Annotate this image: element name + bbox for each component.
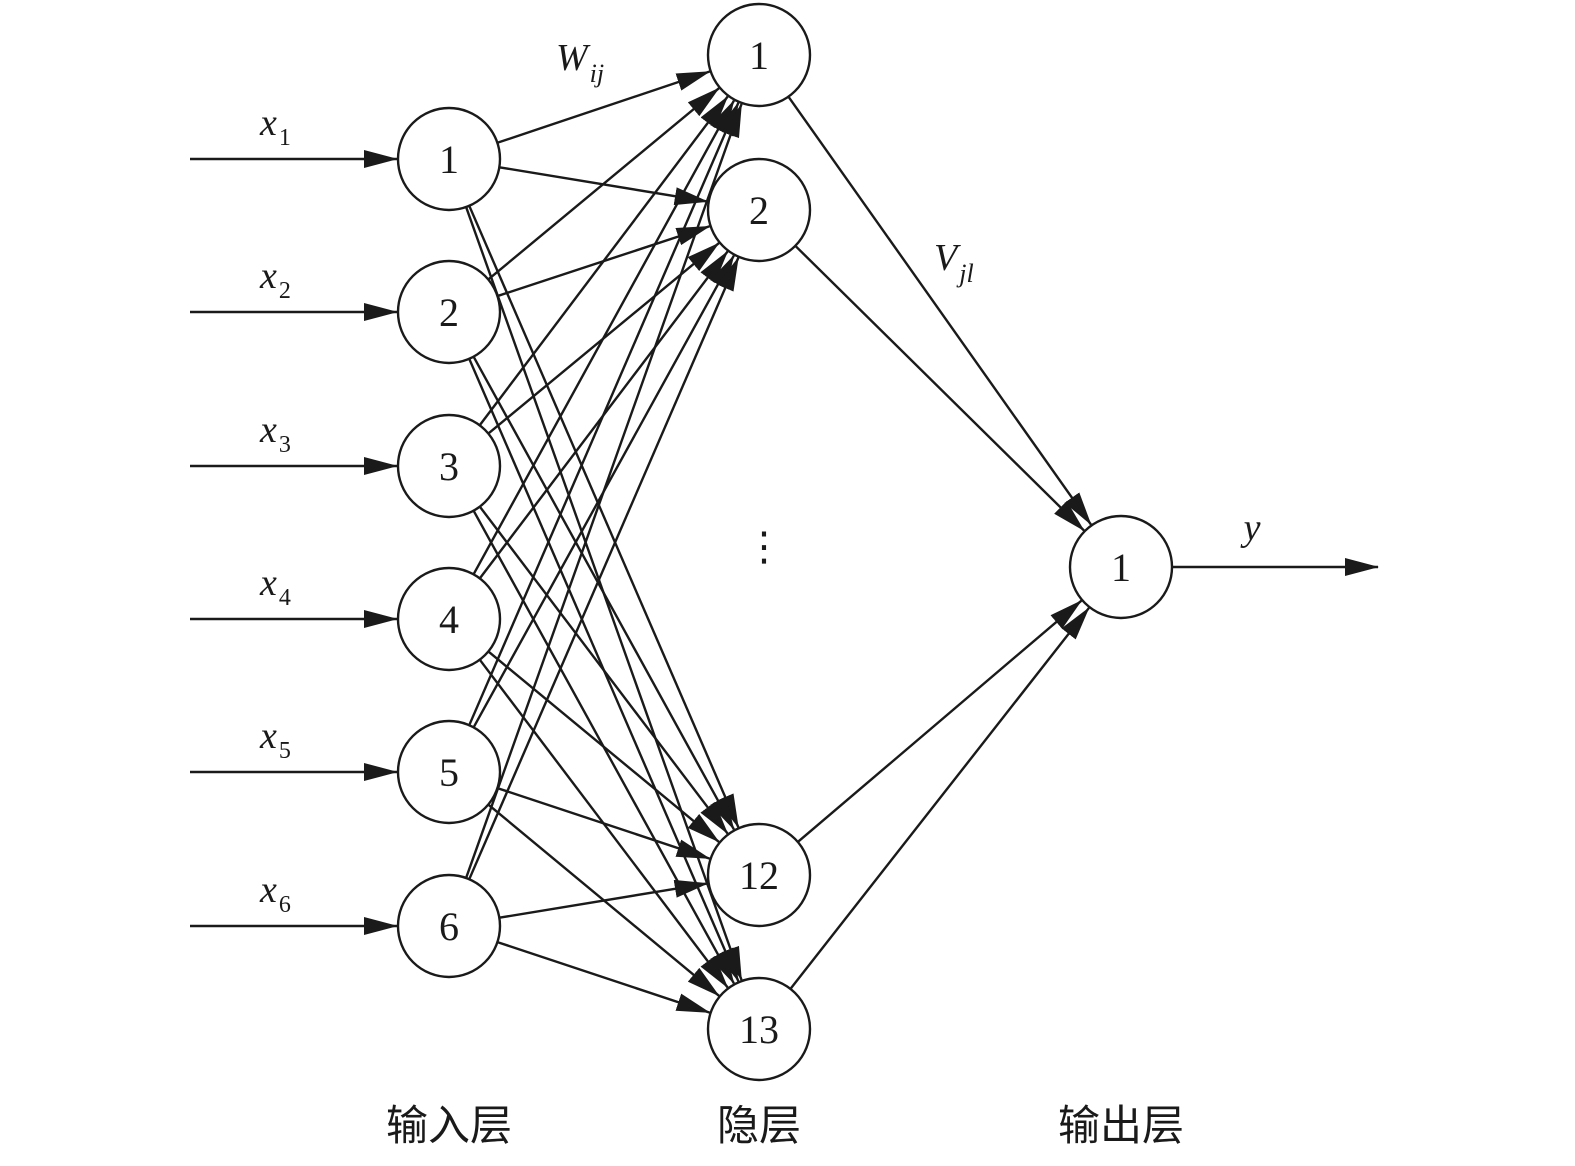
hidden-node-label: 1 (749, 33, 769, 78)
edge-hidden-output (797, 599, 1083, 843)
input-node: 2 (396, 259, 502, 365)
weight-sub-jl: jl (956, 259, 973, 288)
hidden-layer-title: 隐层 (717, 1101, 801, 1150)
input-layer-title: 输入层 (386, 1101, 512, 1150)
edge-input-hidden (468, 101, 740, 726)
output-symbol: y (1240, 507, 1261, 549)
hidden-node-circle (706, 976, 812, 1082)
edge-input-hidden (464, 103, 743, 879)
input-node-circle (396, 566, 502, 672)
weight-label-v: Vjl (934, 237, 974, 288)
edge-input-hidden (497, 940, 711, 1014)
edge-input-hidden (487, 87, 720, 281)
hidden-node-circle (706, 822, 812, 928)
input-symbol-sub: 5 (279, 738, 291, 764)
output-layer-title: 输出层 (1058, 1101, 1184, 1150)
input-node-circle (396, 873, 502, 979)
input-symbol-sub: 3 (279, 432, 291, 458)
weight-symbol-v: V (934, 237, 961, 279)
hidden-node-circle (706, 2, 812, 108)
input-node-label: 3 (439, 444, 459, 489)
output-layer: 1 (1068, 514, 1174, 620)
edge-input-hidden (472, 99, 736, 575)
svg-text:Vjl: Vjl (934, 237, 974, 288)
hidden-node-label: 13 (739, 1007, 779, 1052)
svg-text:Wij: Wij (556, 37, 604, 88)
edge-hidden-output (789, 607, 1090, 990)
input-node: 4 (396, 566, 502, 672)
input-symbol-sub: 2 (279, 278, 291, 304)
input-symbol-x: x (259, 869, 277, 911)
input-symbol: x5 (259, 715, 291, 764)
input-layer: 1 2 3 4 5 6 (396, 106, 502, 979)
input-symbol-x: x (259, 102, 277, 144)
output-node-label: 1 (1111, 545, 1131, 590)
hidden-node: 1 (706, 2, 812, 108)
output-node: 1 (1068, 514, 1174, 620)
input-node-label: 4 (439, 597, 459, 642)
input-node: 5 (396, 719, 502, 825)
edge-input-hidden (478, 505, 729, 835)
hidden-node: 2 (706, 157, 812, 263)
edge-hidden-output (787, 95, 1092, 526)
input-node: 3 (396, 413, 502, 519)
edge-input-hidden (487, 650, 720, 843)
edge-input-hidden (472, 356, 735, 831)
input-symbol: x3 (259, 409, 291, 458)
input-node-circle (396, 719, 502, 825)
input-symbol-sub: 4 (279, 585, 291, 611)
input-node-circle (396, 259, 502, 365)
input-node-label: 1 (439, 137, 459, 182)
input-symbol-sub: 6 (279, 892, 291, 918)
input-node-label: 5 (439, 750, 459, 795)
input-node: 6 (396, 873, 502, 979)
input-symbol: x6 (259, 869, 291, 918)
input-symbol: x1 (259, 102, 291, 151)
input-symbol-x: x (259, 409, 277, 451)
hidden-ellipsis: ⋮ (744, 524, 784, 570)
connection-edges (464, 70, 1092, 1014)
edge-input-hidden (496, 70, 711, 144)
hidden-layer: 1 2 12 13 ⋮ (706, 2, 812, 1082)
hidden-node-label: 12 (739, 853, 779, 898)
input-symbol-x: x (259, 255, 277, 297)
edge-input-hidden (499, 879, 709, 919)
input-symbol-x: x (259, 562, 277, 604)
hidden-node-circle (706, 157, 812, 263)
edge-input-hidden (478, 95, 729, 427)
edge-input-hidden (497, 786, 711, 860)
input-node-circle (396, 106, 502, 212)
edge-input-hidden (468, 205, 740, 829)
input-symbol-x: x (259, 715, 277, 757)
weight-sub-ij: ij (590, 59, 604, 88)
input-node: 1 (396, 106, 502, 212)
input-symbol-sub: 1 (279, 125, 291, 151)
weight-label-w: Wij (556, 37, 604, 88)
input-symbol: x4 (259, 562, 291, 611)
hidden-node: 12 (706, 822, 812, 928)
hidden-node: 13 (706, 976, 812, 1082)
weight-symbol-w: W (556, 37, 591, 79)
edge-hidden-output (794, 244, 1085, 532)
edge-input-hidden (468, 256, 740, 880)
input-node-label: 2 (439, 290, 459, 335)
hidden-node-label: 2 (749, 188, 769, 233)
input-node-circle (396, 413, 502, 519)
input-symbol: x2 (259, 255, 291, 304)
input-node-label: 6 (439, 904, 459, 949)
